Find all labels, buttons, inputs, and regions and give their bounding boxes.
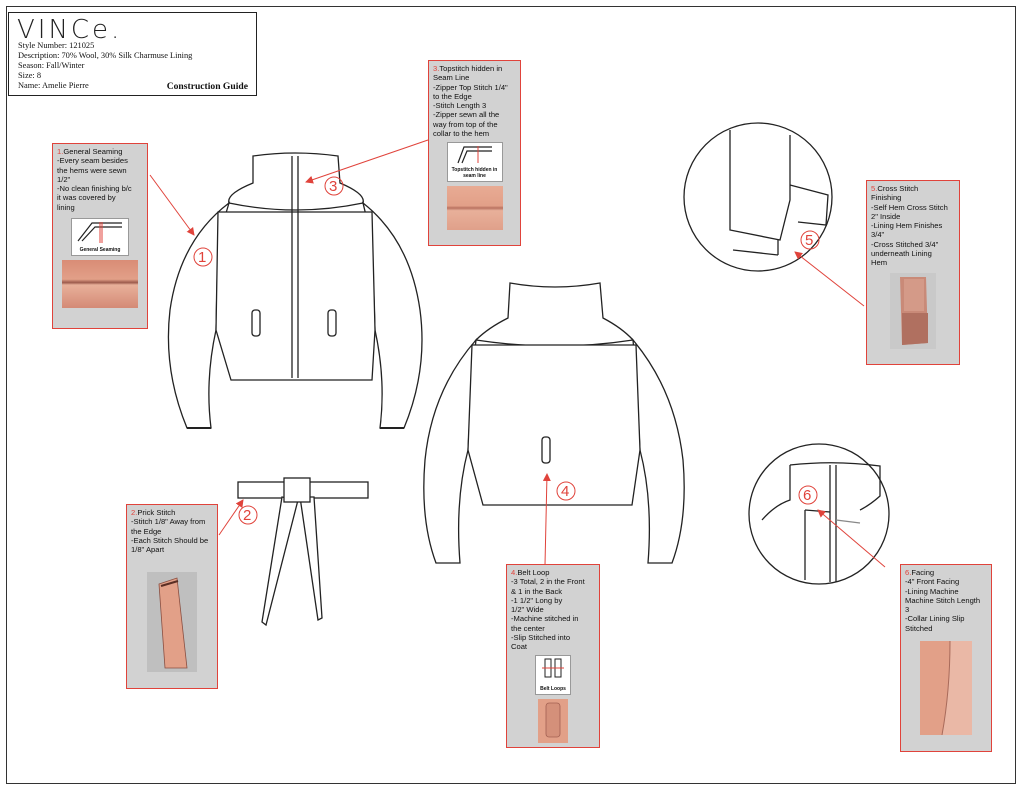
marker-1 (193, 247, 213, 267)
back-jacket-sketch (423, 282, 685, 564)
facing-fabric-photo (920, 640, 972, 735)
callout-3-body: -Zipper Top Stitch 1/4" to the Edge -Sti… (433, 82, 508, 138)
size: Size: 8 (18, 71, 42, 80)
callout-2-title: Prick Stitch (137, 508, 176, 517)
callout-3-number: 3. (433, 64, 440, 73)
season: Season: Fall/Winter (18, 61, 85, 70)
callout-6-body: -4" Front Facing -Lining Machine Machine… (905, 577, 981, 633)
callout-1-number: 1. (57, 147, 64, 156)
detail-circle-hem (683, 122, 833, 272)
callout-belt-loop: 4.Belt Loop -3 Total, 2 in the Front & 1… (506, 564, 600, 748)
marker-6-label: 6 (803, 487, 811, 504)
detail-circle-facing (748, 443, 890, 585)
topstitch-icon: Topstitch hidden in seam line (446, 142, 503, 182)
general-seaming-icon: General Seaming (71, 217, 129, 256)
general-seaming-fabric-photo (62, 259, 138, 308)
general-seaming-icon-label: General Seaming (79, 246, 121, 253)
callout-5-title: Cross Stitch Finishing (871, 184, 919, 203)
guide-title: Construction Guide (166, 81, 248, 92)
callout-6-title: Facing (911, 568, 935, 577)
callout-5-number: 5. (871, 184, 878, 193)
topstitch-icon-label: Topstitch hidden in seam line (451, 167, 498, 179)
marker-3 (324, 176, 344, 196)
style-number: Style Number: 121025 (18, 41, 95, 50)
leader-lines (149, 139, 886, 568)
marker-4 (556, 481, 576, 501)
page-border (6, 6, 1016, 784)
belt-loop-fabric-photo (538, 699, 568, 744)
callout-6-number: 6. (905, 568, 912, 577)
callout-4-body: -3 Total, 2 in the Front & 1 in the Back… (511, 577, 585, 651)
belt-loops-icon: Belt Loops (535, 655, 571, 696)
marker-4-label: 4 (561, 483, 569, 500)
marker-5-label: 5 (805, 232, 813, 249)
marker-6 (798, 485, 818, 505)
marker-5 (800, 230, 820, 250)
callout-2-number: 2. (131, 508, 138, 517)
description: Description: 70% Wool, 30% Silk Charmuse… (18, 51, 193, 60)
topstitch-fabric-photo (446, 186, 503, 230)
marker-1-label: 1 (198, 249, 206, 266)
belt-loops-icon-label: Belt Loops (540, 686, 566, 693)
prick-stitch-fabric-photo (147, 572, 197, 673)
callout-topstitch: 3.Topstitch hidden in Seam Line -Zipper … (428, 60, 521, 246)
callout-1-title: General Seaming (63, 147, 123, 156)
callout-3-title: Topstitch hidden in Seam Line (433, 64, 503, 83)
designer-name: Name: Amelie Pierre (18, 81, 89, 90)
belt-sketch (237, 477, 369, 627)
callout-4-number: 4. (511, 568, 518, 577)
callout-general-seaming: 1.General Seaming -Every seam besides th… (52, 143, 148, 329)
callout-4-title: Belt Loop (517, 568, 550, 577)
marker-2 (238, 505, 258, 525)
callout-1-body: -Every seam besides the hems were sewn 1… (57, 156, 132, 212)
brand-logo: VINCe. (17, 15, 123, 45)
marker-2-label: 2 (243, 507, 251, 524)
callout-prick-stitch: 2.Prick Stitch -Stitch 1/8" Away from th… (126, 504, 218, 689)
title-block: VINCe. Style Number: 121025 Description:… (8, 12, 257, 96)
callout-cross-stitch: 5.Cross Stitch Finishing -Self Hem Cross… (866, 180, 960, 365)
callout-2-body: -Stitch 1/8" Away from the Edge -Each St… (131, 517, 209, 554)
cross-stitch-fabric-photo (890, 273, 936, 350)
callout-facing: 6.Facing -4" Front Facing -Lining Machin… (900, 564, 992, 752)
callout-5-body: -Self Hem Cross Stitch 2" Inside -Lining… (871, 202, 948, 268)
marker-3-label: 3 (329, 178, 337, 195)
front-jacket-sketch (167, 152, 423, 429)
